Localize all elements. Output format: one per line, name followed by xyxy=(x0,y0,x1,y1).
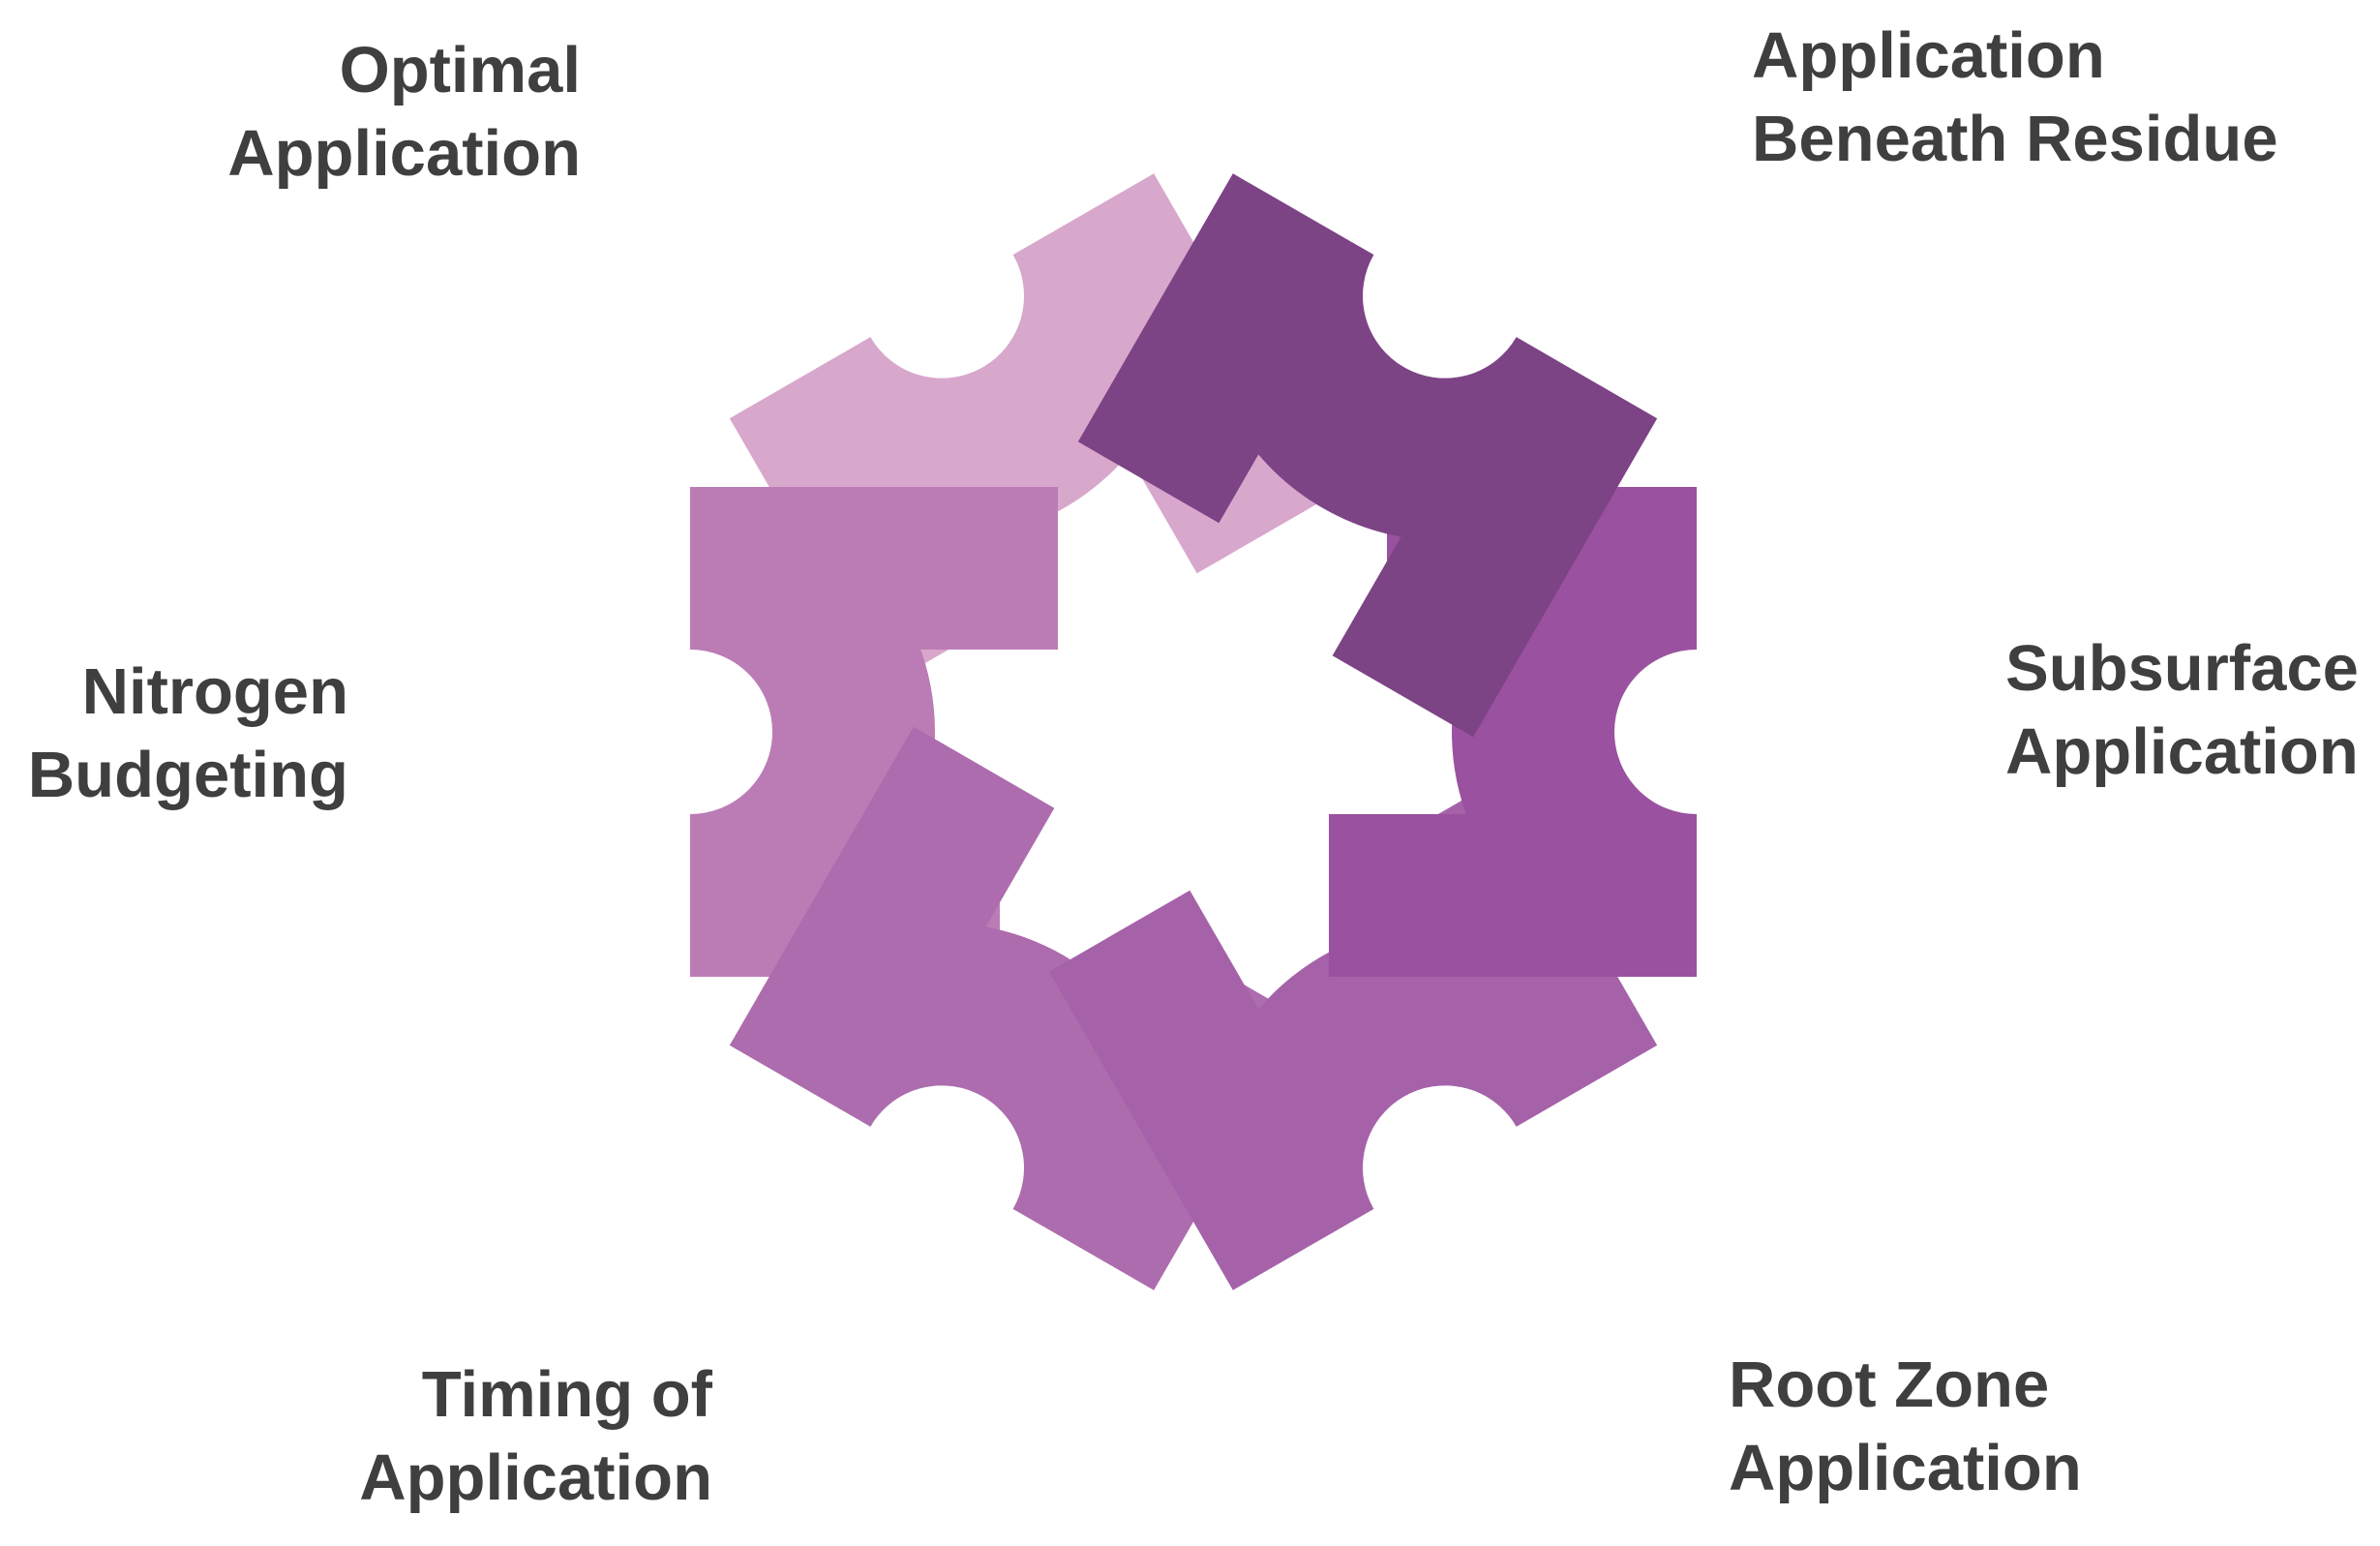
label-line: Application xyxy=(1729,1432,2082,1504)
label-line: Nitrogen xyxy=(81,655,348,728)
label-nitrogen-budgeting: Nitrogen Budgeting xyxy=(0,651,348,817)
loop-nitrogen xyxy=(687,487,1058,977)
loop-residue xyxy=(1077,173,1658,738)
label-line: Optimal xyxy=(339,34,581,106)
label-line: Beneath Residue xyxy=(1752,103,2278,175)
loop-subsurface xyxy=(1329,487,1700,977)
loop-rootzone xyxy=(1048,776,1658,1290)
label-line: Budgeting xyxy=(27,739,348,811)
loop-optimal xyxy=(729,173,1339,687)
label-timing-of-application: Timing of Application xyxy=(290,1353,712,1520)
label-line: Subsurface xyxy=(2005,632,2359,705)
label-line: Application xyxy=(359,1441,712,1514)
label-line: Timing of xyxy=(421,1358,712,1431)
label-root-zone-application: Root Zone Application xyxy=(1729,1344,2135,1510)
label-subsurface-application: Subsurface Application xyxy=(2005,627,2373,794)
label-optimal-application: Optimal Application xyxy=(194,29,581,196)
label-line: Application xyxy=(227,117,581,190)
label-application-beneath-residue: Application Beneath Residue xyxy=(1752,15,2352,181)
label-line: Application xyxy=(1752,19,2105,92)
loop-timing xyxy=(729,726,1310,1290)
label-line: Application xyxy=(2005,715,2359,788)
label-line: Root Zone xyxy=(1729,1349,2050,1421)
